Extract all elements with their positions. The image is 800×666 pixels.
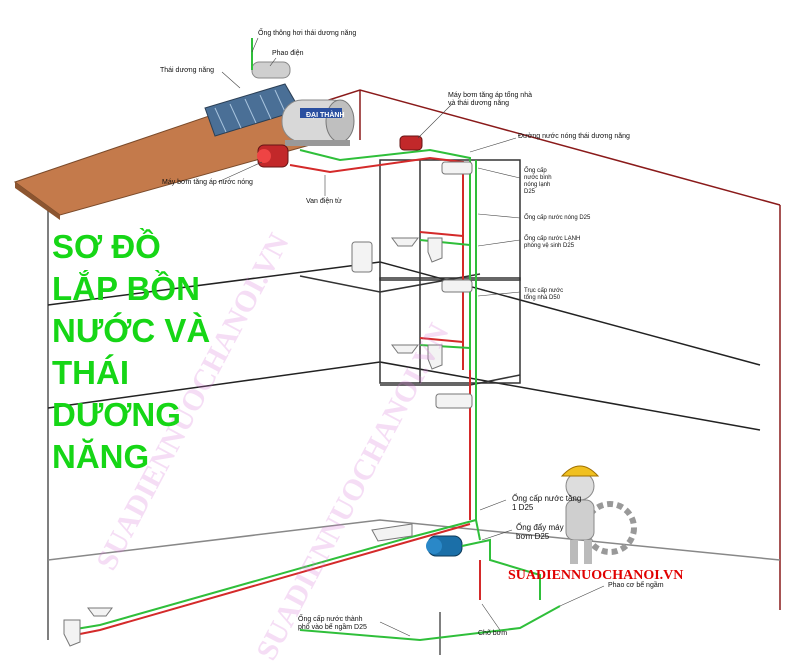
label-solar-heater: Thái dương năng [160,67,215,74]
roof-slab-edge [15,182,60,220]
toilet-lower [427,344,443,370]
headline-line: THÁI [52,354,129,391]
floor1-cold [69,519,477,631]
water-heater-upper [441,161,473,175]
brand-text: SUADIENNUOCHANOI.VN [508,568,684,583]
house-structure [47,89,781,655]
bathroom-block-lower [379,277,521,384]
label-hot-water-line: Đường nước nóng thái dương năng [518,133,630,140]
headline: SƠ ĐỒ LẮP BỒN NƯỚC VÀ THÁI DƯƠNG NĂNG [52,226,312,478]
headline-line: NƯỚC VÀ [52,312,211,349]
water-heater-lower [435,393,473,409]
ground-toilet [63,619,81,647]
toilet-upper [427,237,443,263]
bath-upper-hot [419,231,464,237]
basement-pump [426,535,463,557]
label-city-supply: Ống cấp nước thành phố vào bể ngầm D25 [298,616,367,631]
fixtures [63,161,473,647]
water-heater-middle [441,279,473,293]
city-supply-pipe [299,605,561,642]
label-float-switch: Phao điện [272,50,304,57]
headline-line: LẮP BỒN [52,270,200,307]
tank-brand-label: ĐẠI THÀNH [306,112,345,119]
label-hot-supply-d25: Ống cấp nước nóng D25 [524,215,591,221]
headline-line: SƠ ĐỒ [52,228,161,265]
sink-upper [391,237,419,247]
main-booster-pump [399,135,423,151]
sink-lower [391,344,419,354]
floor-line-ground [47,519,781,561]
main-riser-pipe [475,160,481,541]
pump-discharge-pipe [461,538,541,600]
bathroom-block-upper [379,159,521,281]
kitchen-sink [371,523,413,542]
bath-lower-hot [419,337,464,343]
headline-line: NĂNG [52,438,150,475]
label-main-booster-pump: Máy bơm tăng áp tổng nhà và thái dương n… [448,92,532,107]
water-tank [281,99,355,146]
label-cold-supply-wc: Ống cấp nước LẠNH phòng vệ sinh D25 [524,236,581,249]
leader-lines [217,37,605,637]
label-hot-booster-pump: Máy bơm tăng áp nước nóng [162,179,253,186]
label-vent-pipe: Ống thông hơi thái dương năng [258,30,357,37]
label-pump-discharge: Ống đẩy máy bơm D25 [516,523,564,541]
mascot-worker [560,465,637,564]
label-pump-suction: Chõ bơm [478,630,508,637]
label-hot-cold-supply: Ống cấp nước bình nóng lạnh D25 [524,168,552,195]
hot-pipe-roof [289,156,464,370]
headline-line: DƯƠNG [52,396,181,433]
floor1-hot [69,523,471,637]
pipe-network [69,148,561,642]
label-float-valve: Phao cơ bể ngầm [608,582,664,589]
water-dispenser [351,241,373,273]
label-floor1-supply: Ống cấp nước tầng 1 D25 [512,494,582,512]
cold-pipe-roof [299,148,471,370]
hot-booster-pump [257,144,289,168]
label-solenoid-valve: Van điện từ [306,198,342,205]
label-main-riser: Trục cấp nước tổng nhà D50 [524,288,564,301]
ground-sink [87,607,113,617]
